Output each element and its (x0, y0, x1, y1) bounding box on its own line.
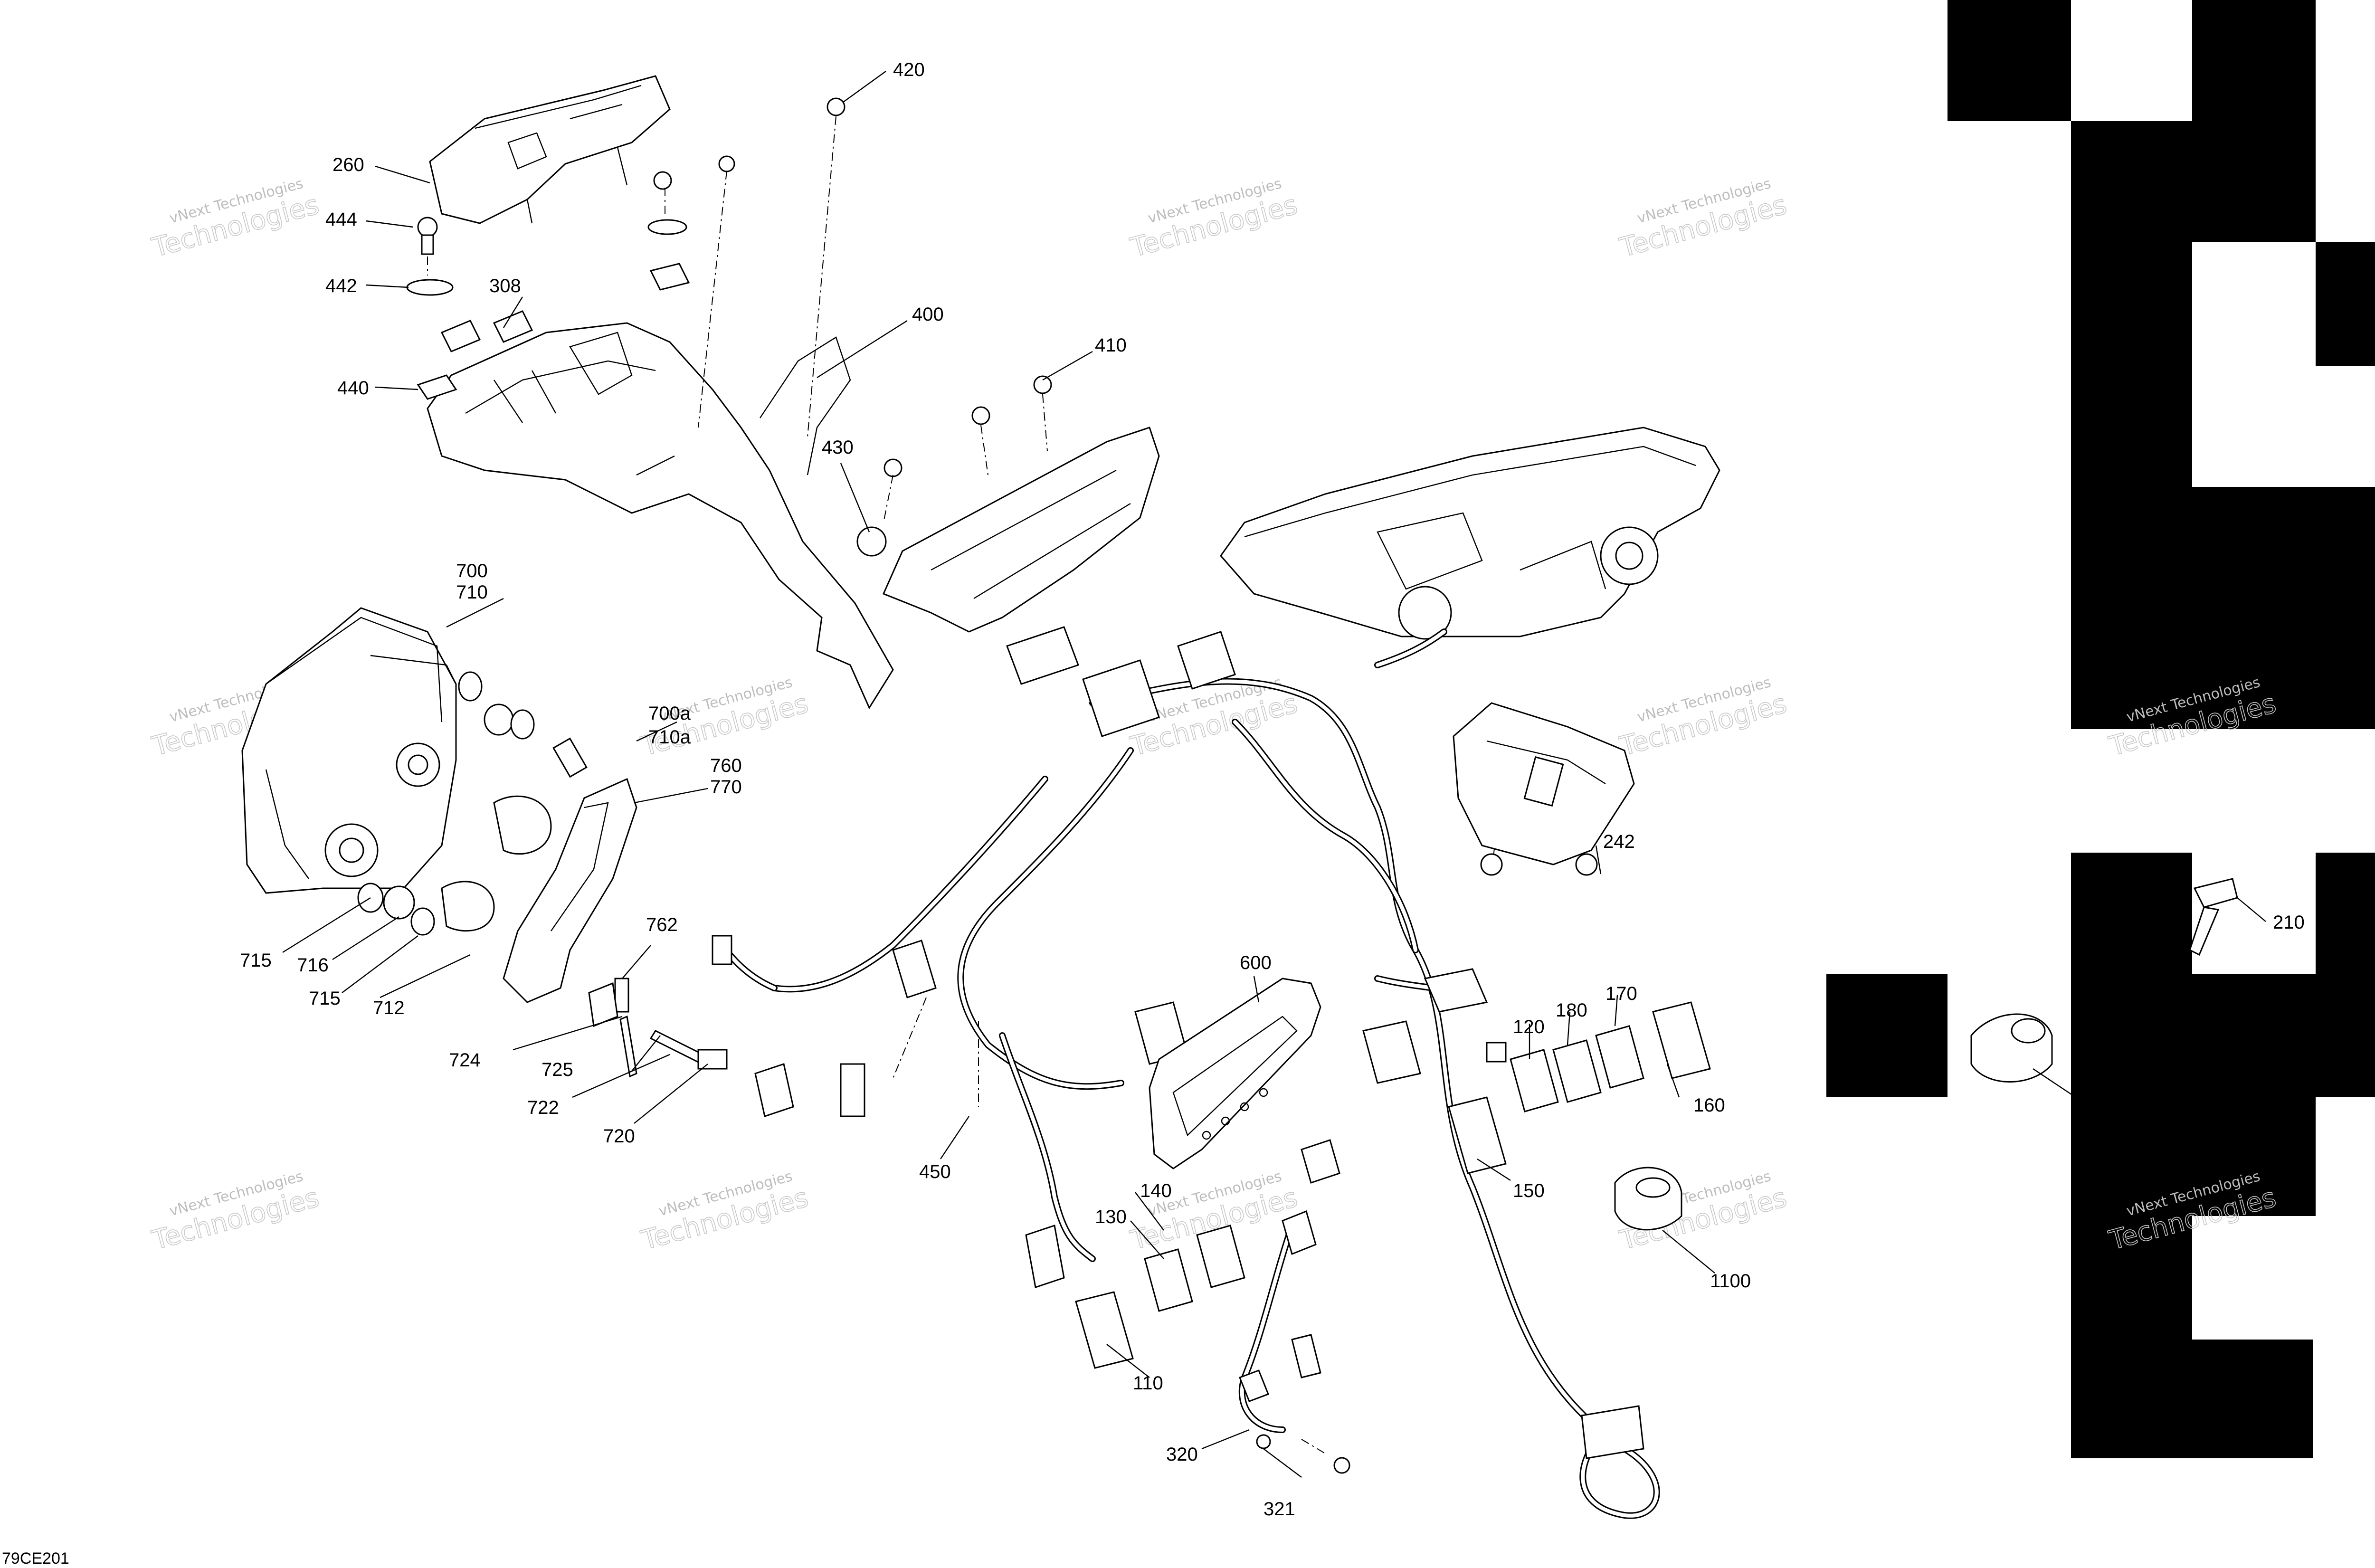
callout-420: 420 (893, 59, 925, 80)
callout-430: 430 (822, 437, 854, 458)
watermark: vNext Technologies Technologies (1127, 175, 1301, 264)
callout-700: 700 (456, 561, 488, 581)
callout-260: 260 (332, 154, 364, 175)
callout-210b: 210 (2071, 1093, 2103, 1113)
callout-716: 716 (297, 955, 329, 976)
mirror-bracket-part (503, 778, 728, 1078)
callout-110: 110 (1133, 1373, 1163, 1394)
gauge-fasteners (357, 671, 588, 936)
callout-450: 450 (919, 1161, 951, 1182)
callout-600: 600 (1240, 952, 1272, 973)
callout-720: 720 (603, 1126, 635, 1147)
callout-760: 760 (710, 755, 742, 776)
callout-242: 242 (1603, 831, 1635, 852)
callout-722: 722 (527, 1097, 559, 1118)
ignition-part (1970, 878, 2238, 1083)
callout-715b: 715 (309, 988, 341, 1009)
upper-cover-part (429, 75, 671, 224)
mounting-bracket-part (427, 322, 894, 710)
callout-700a: 700a (648, 703, 691, 724)
switches-part (1075, 1001, 1711, 1369)
callout-725: 725 (542, 1059, 573, 1080)
callout-180: 180 (1556, 1000, 1587, 1021)
watermark: vNext Technologies Technologies (148, 175, 323, 264)
callout-400: 400 (912, 304, 944, 325)
watermark: vNext Technologies Technologies (1616, 175, 1790, 264)
callout-130: 130 (1095, 1207, 1127, 1227)
callout-140: 140 (1140, 1180, 1172, 1201)
callout-710: 710 (456, 582, 488, 603)
callout-770: 770 (710, 777, 742, 798)
callout-210: 210 (2273, 912, 2305, 933)
callout-1100: 1100 (1710, 1271, 1751, 1292)
callout-710a: 710a (648, 727, 691, 748)
callout-440: 440 (337, 378, 369, 399)
watermark: vNext Technologies Technologies (637, 1168, 812, 1257)
electrical-module-part (1453, 702, 1635, 876)
callout-308: 308 (489, 276, 521, 296)
callout-160: 160 (1693, 1095, 1725, 1116)
display-unit-part (1149, 978, 1321, 1169)
callouts: 420 260 444 442 308 440 400 410 430 700 … (240, 59, 2305, 1520)
callout-410: 410 (1095, 335, 1127, 356)
callout-170: 170 (1606, 983, 1637, 1004)
callout-724: 724 (449, 1050, 481, 1071)
fasteners-upper (406, 97, 1052, 557)
callout-150: 150 (1513, 1180, 1545, 1201)
callout-444: 444 (325, 209, 357, 230)
watermark: vNext Technologies Technologies (1616, 674, 1790, 763)
bracket-strip-part (882, 427, 1160, 633)
callout-715: 715 (240, 950, 272, 971)
watermark: vNext Technologies Technologies (148, 1168, 323, 1257)
callout-320: 320 (1166, 1444, 1198, 1465)
ground-wire-part (1239, 1369, 1350, 1474)
socket-part (1614, 1167, 1682, 1231)
callout-120: 120 (1513, 1017, 1545, 1037)
callout-762: 762 (646, 914, 678, 935)
leader-lines (282, 71, 2266, 1478)
callout-712: 712 (373, 998, 405, 1018)
assembly-lines (427, 116, 1497, 1454)
gauge-housing-part (241, 607, 457, 894)
qr-code-block (1826, 0, 2375, 1458)
callout-442: 442 (325, 276, 357, 296)
diagram-id: 79CE201 (2, 1549, 69, 1568)
callout-321: 321 (1264, 1499, 1295, 1520)
front-frame-part (1220, 427, 1720, 640)
